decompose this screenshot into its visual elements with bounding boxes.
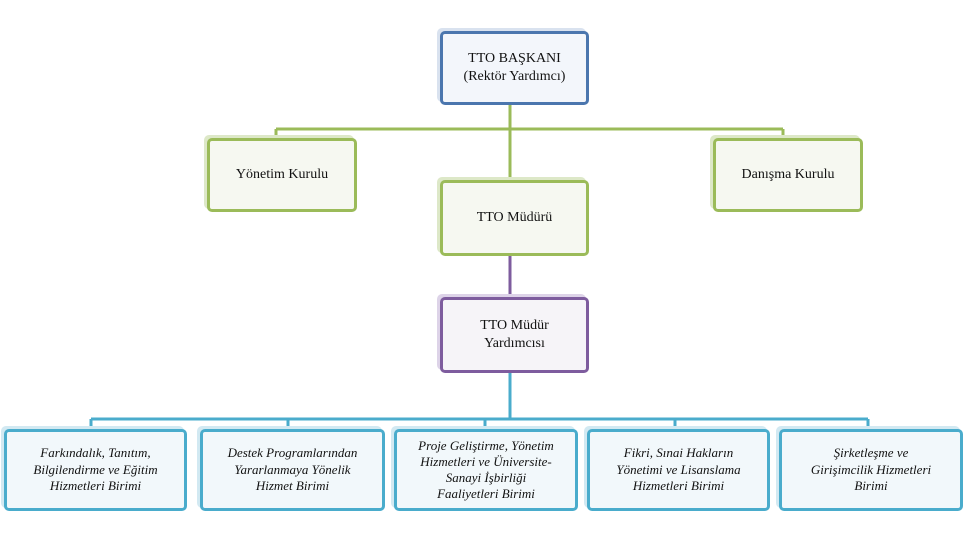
unit-3-line1: Proje Geliştirme, Yönetim (418, 438, 554, 454)
advisory-board-label: Danışma Kurulu (741, 166, 835, 182)
tto-director-box: TTO Müdürü (440, 180, 589, 256)
unit-4-line3: Hizmetleri Birimi (632, 478, 725, 494)
unit-ip-rights-box: Fikri, Sınai Hakların Yönetimi ve Lisans… (587, 429, 770, 511)
unit-2-line1: Destek Programlarından (227, 444, 358, 460)
unit-1-line3: Hizmetleri Birimi (49, 478, 142, 494)
unit-4-line1: Fikri, Sınai Hakların (623, 444, 734, 460)
unit-4-line2: Yönetimi ve Lisanslama (616, 461, 741, 477)
tto-assistant-line2: Yardımcısı (484, 336, 545, 351)
unit-support-programs-box: Destek Programlarından Yararlanmaya Yöne… (200, 429, 385, 511)
unit-5-line3: Birimi (854, 478, 888, 494)
tto-director-label: TTO Müdürü (476, 209, 553, 225)
unit-project-development-box: Proje Geliştirme, Yönetim Hizmetleri ve … (394, 429, 578, 511)
unit-1-line2: Bilgilendirme ve Eğitim (33, 461, 158, 477)
unit-awareness-box: Farkındalık, Tanıtım, Bilgilendirme ve E… (4, 429, 187, 511)
unit-3-line3: Sanayi İşbirliği (445, 470, 527, 485)
tto-president-box: TTO BAŞKANI (Rektör Yardımcı) (440, 31, 589, 105)
advisory-board-box: Danışma Kurulu (713, 138, 863, 212)
tto-assistant-line1: TTO Müdür (480, 317, 549, 333)
unit-entrepreneurship-box: Şirketleşme ve Girişimcilik Hizmetleri B… (779, 429, 963, 511)
unit-2-line3: Hizmet Birimi (255, 478, 330, 494)
management-board-label: Yönetim Kurulu (235, 166, 329, 182)
unit-3-line4: Faaliyetleri Birimi (437, 485, 535, 501)
tto-president-subtitle: (Rektör Yardımcı) (463, 69, 566, 84)
unit-5-line1: Şirketleşme ve (833, 444, 909, 460)
unit-1-line1: Farkındalık, Tanıtım, (40, 444, 151, 460)
teal-connectors (89, 373, 870, 429)
management-board-box: Yönetim Kurulu (207, 138, 357, 212)
unit-2-line2: Yararlanmaya Yönelik (234, 461, 351, 477)
tto-president-title: TTO BAŞKANI (468, 50, 561, 66)
tto-assistant-director-box: TTO Müdür Yardımcısı (440, 297, 589, 373)
unit-5-line2: Girişimcilik Hizmetleri (810, 461, 932, 477)
unit-3-line2: Hizmetleri ve Üniversite- (420, 454, 552, 470)
green-connectors (274, 104, 785, 180)
